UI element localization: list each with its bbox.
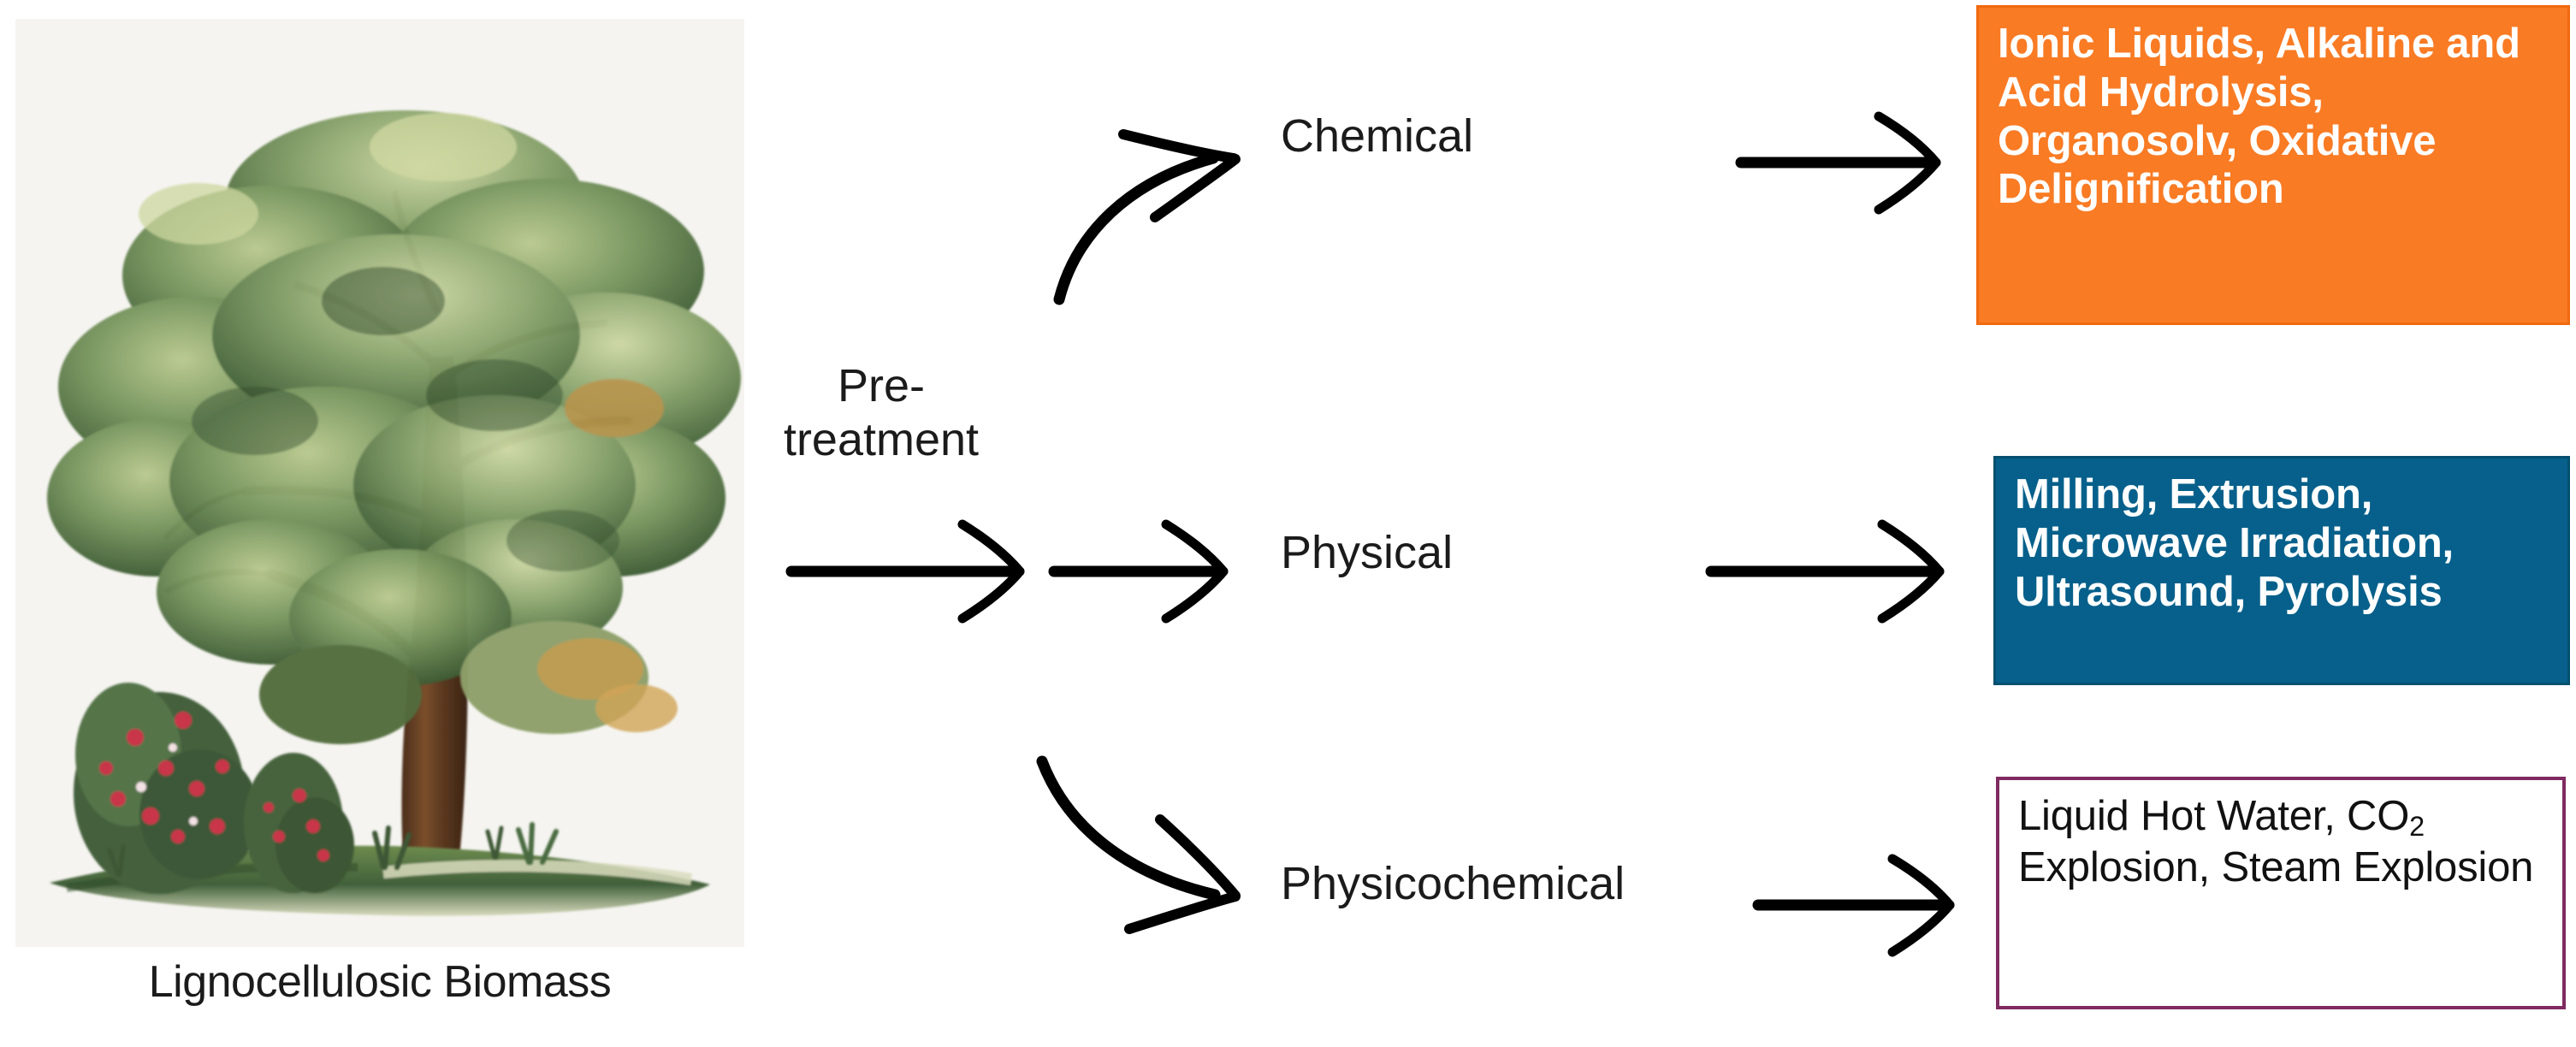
- arrow-physicochemical-to-result: [1752, 854, 1955, 957]
- lignocellulosic-biomass-image: [15, 19, 744, 947]
- tree-canopy: [47, 110, 741, 744]
- branch-label-physical: Physical: [1281, 527, 1454, 578]
- arrow-pretreatment-to-chemical: [1053, 129, 1241, 305]
- arrow-chemical-to-result: [1735, 111, 1941, 215]
- flowering-shrub-left: [74, 683, 259, 894]
- biomass-caption: Lignocellulosic Biomass: [148, 957, 612, 1007]
- grass-tufts: [107, 822, 559, 877]
- pretreatment-label: Pre- treatment: [753, 359, 1010, 466]
- result-box-physical: Milling, Extrusion, Microwave Irradiatio…: [1993, 456, 2570, 685]
- branch-label-chemical: Chemical: [1281, 110, 1474, 162]
- arrow-pretreatment-to-physical: [1048, 519, 1229, 624]
- arrow-physical-to-result: [1705, 519, 1945, 624]
- arrow-pretreatment-to-physicochemical: [1036, 755, 1241, 934]
- tree-illustration: [15, 19, 744, 947]
- result-box-chemical: Ionic Liquids, Alkaline and Acid Hydroly…: [1976, 5, 2570, 325]
- arrow-biomass-to-pretreatment: [785, 519, 1025, 624]
- pretreatment-label-line2: treatment: [783, 413, 980, 465]
- branch-label-physicochemical: Physicochemical: [1281, 858, 1626, 909]
- result-text-subscript: 2: [2409, 811, 2425, 843]
- pretreatment-label-line1: Pre-: [837, 360, 925, 411]
- result-text-suffix: Explosion, Steam Explosion: [2018, 843, 2534, 890]
- result-box-physicochemical: Liquid Hot Water, CO2 Explosion, Steam E…: [1996, 777, 2566, 1009]
- result-text-prefix: Liquid Hot Water, CO: [2018, 793, 2410, 839]
- flowering-shrub-mid: [244, 753, 354, 893]
